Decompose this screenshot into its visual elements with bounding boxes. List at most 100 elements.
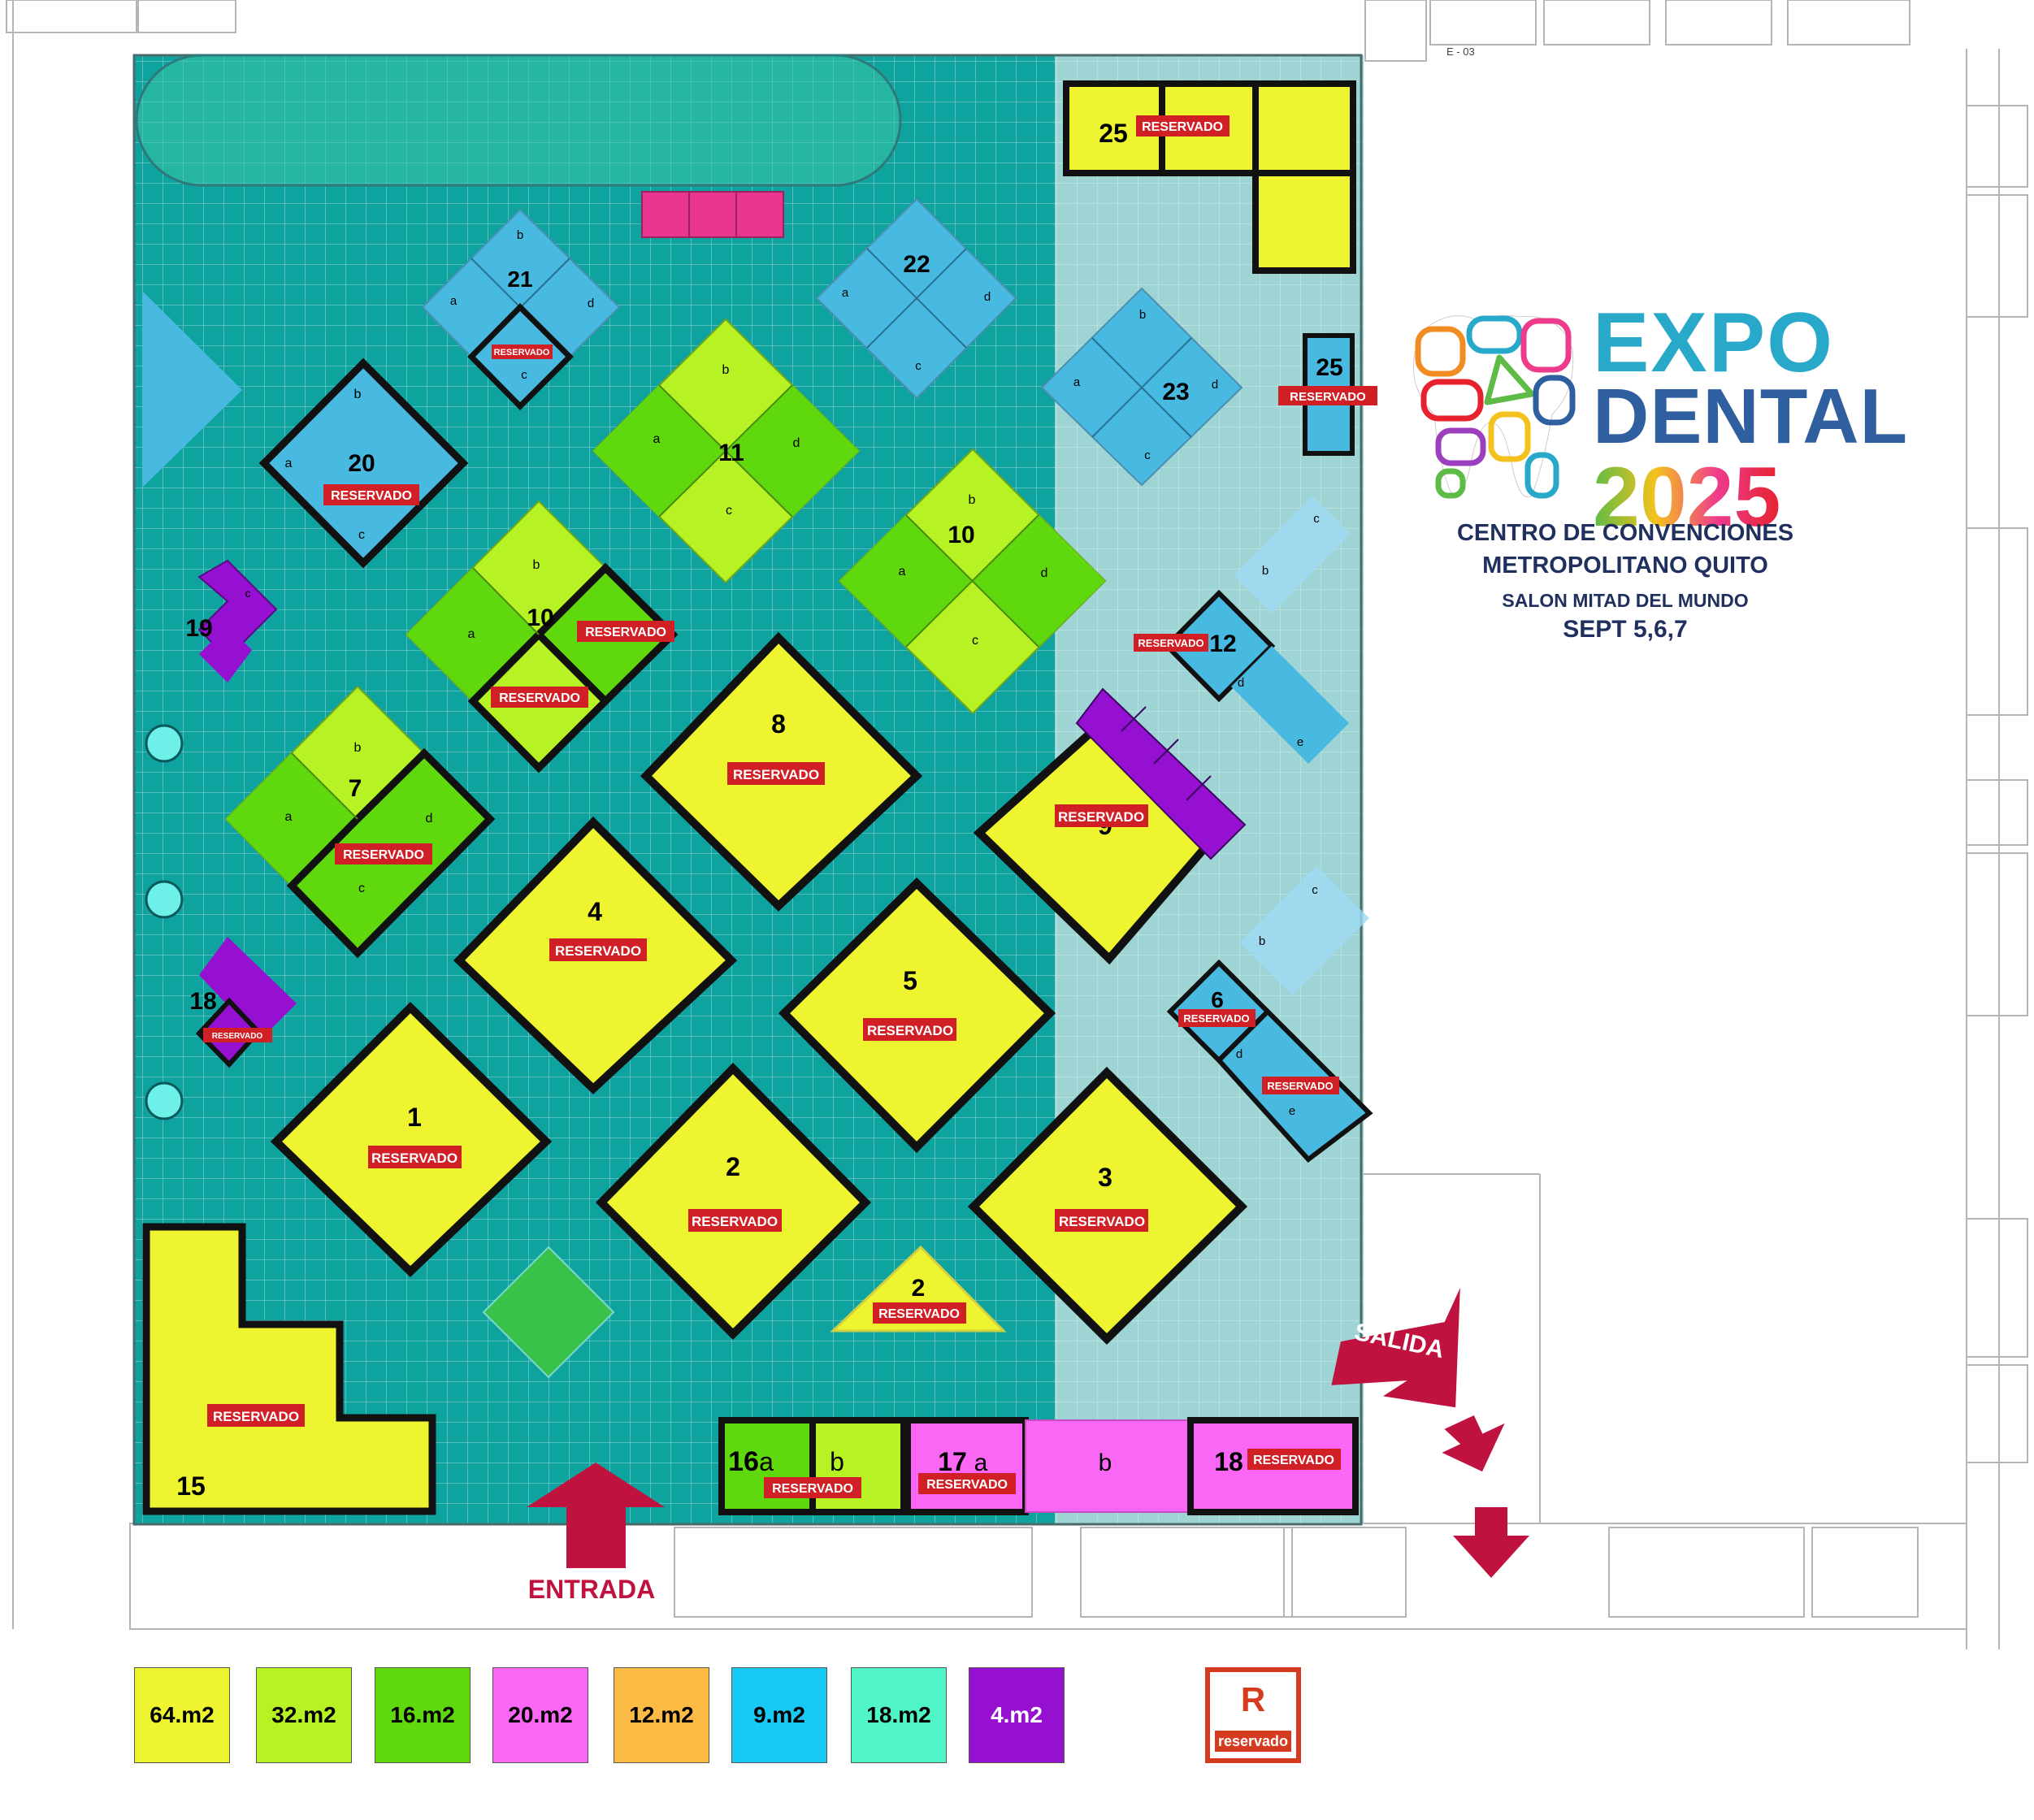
booth-12[interactable]: 12 b c d e RESERVADO xyxy=(1134,496,1351,764)
booth-24[interactable]: 23 b a d c xyxy=(1040,287,1243,487)
booth-6[interactable]: 6 b c d e RESERVADO RESERVADO xyxy=(1166,865,1373,1164)
booth-23[interactable]: 22 a d c xyxy=(815,197,1017,400)
svg-text:d: d xyxy=(1236,1047,1243,1061)
blue-triangle xyxy=(142,291,242,488)
reserved-badge xyxy=(1278,386,1377,405)
booth-7[interactable]: 7 b a d c RESERVADO xyxy=(224,685,496,959)
svg-text:RESERVADO: RESERVADO xyxy=(1290,390,1366,404)
svg-text:a: a xyxy=(285,457,293,470)
svg-text:RESERVADO: RESERVADO xyxy=(867,1023,953,1038)
booth-4[interactable]: 4 RESERVADO xyxy=(453,816,738,1094)
reserved-badge xyxy=(203,1028,272,1042)
booth-number: 1 xyxy=(407,1103,422,1132)
booth-2[interactable]: 2 RESERVADO xyxy=(595,1062,872,1341)
svg-text:a: a xyxy=(759,1447,774,1476)
reserved-badge xyxy=(323,484,419,505)
reserved-badge xyxy=(207,1404,305,1427)
column xyxy=(145,724,184,763)
reserved-badge xyxy=(549,938,647,961)
svg-text:RESERVADO: RESERVADO xyxy=(494,348,550,358)
booth-number: 3 xyxy=(1098,1163,1112,1192)
reserved-badge xyxy=(577,621,674,642)
column xyxy=(145,1081,184,1120)
booth-8[interactable]: 8 RESERVADO xyxy=(640,631,923,912)
reserved-badge xyxy=(368,1146,462,1168)
booth-5[interactable]: 5 RESERVADO xyxy=(778,878,1056,1154)
reserved-badge xyxy=(1178,1009,1256,1027)
reserved-badge xyxy=(1262,1077,1339,1094)
booth-number: 10 xyxy=(948,522,974,548)
booth-number: 23 xyxy=(1162,379,1189,405)
svg-text:RESERVADO: RESERVADO xyxy=(371,1150,458,1166)
svg-text:c: c xyxy=(1313,512,1320,526)
booth-10[interactable]: 10 b a RESERVADO RESERVADO xyxy=(405,500,679,774)
svg-text:b: b xyxy=(1259,934,1265,948)
svg-text:b: b xyxy=(354,388,362,401)
svg-text:RESERVADO: RESERVADO xyxy=(212,1032,263,1041)
svg-text:a: a xyxy=(899,565,906,578)
svg-text:a: a xyxy=(468,627,475,641)
reserved-badge xyxy=(1134,634,1208,652)
reserved-badge xyxy=(335,843,432,864)
booth-21[interactable]: 20 b a c RESERVADO xyxy=(258,358,469,569)
svg-text:b: b xyxy=(722,363,730,377)
booth-3[interactable]: 3 RESERVADO xyxy=(967,1066,1248,1346)
booth-number: 15 xyxy=(176,1471,206,1501)
legend-16: 16.m2 xyxy=(375,1667,471,1763)
svg-text:RESERVADO: RESERVADO xyxy=(1267,1080,1333,1092)
tooth-logo-icon xyxy=(1412,314,1576,499)
booth-11[interactable]: 10 b a d c xyxy=(838,448,1107,715)
booth-17[interactable]: 17 a b RESERVADO xyxy=(904,1417,1191,1515)
legend-20: 20.m2 xyxy=(492,1667,588,1763)
booth-16[interactable]: 16 a b RESERVADO xyxy=(718,1417,907,1515)
legend-4: 4.m2 xyxy=(969,1667,1065,1763)
booth-number: 2 xyxy=(726,1152,740,1181)
svg-text:c: c xyxy=(245,587,251,600)
svg-text:c: c xyxy=(726,504,732,518)
booth-22[interactable]: 21 b a d c RESERVADO xyxy=(421,208,621,410)
booth-25-top[interactable]: 25 RESERVADO xyxy=(1063,80,1356,274)
booth-20[interactable]: 19 c xyxy=(185,559,278,682)
svg-text:RESERVADO: RESERVADO xyxy=(1059,1214,1145,1229)
legend-32: 32.m2 xyxy=(256,1667,352,1763)
svg-text:e: e xyxy=(1297,735,1303,749)
lounge-area xyxy=(135,54,902,187)
svg-text:d: d xyxy=(793,436,800,450)
booth-number: 25 xyxy=(1099,119,1128,148)
svg-text:b: b xyxy=(969,493,976,507)
svg-text:b: b xyxy=(830,1447,844,1476)
svg-text:a: a xyxy=(842,286,849,300)
svg-text:a: a xyxy=(653,432,661,446)
booth-number: 5 xyxy=(903,966,917,995)
booth-15[interactable]: 15 RESERVADO xyxy=(142,1223,436,1515)
svg-text:a: a xyxy=(974,1450,988,1476)
booth-19[interactable]: 18 RESERVADO xyxy=(189,937,297,1068)
reserved-badge xyxy=(764,1477,861,1498)
svg-text:c: c xyxy=(358,528,365,542)
reserved-badge xyxy=(688,1209,782,1232)
legend-12: 12.m2 xyxy=(614,1667,709,1763)
booth-14[interactable]: 11 b a d c xyxy=(592,318,861,584)
svg-text:RESERVADO: RESERVADO xyxy=(499,691,580,705)
green-decor-diamond xyxy=(482,1246,615,1379)
legend-reserved: R reservado xyxy=(1205,1667,1301,1763)
booth-1[interactable]: 1 RESERVADO xyxy=(270,1001,553,1277)
svg-text:RESERVADO: RESERVADO xyxy=(1253,1454,1334,1467)
pink-strip xyxy=(641,191,784,238)
booth-number: 11 xyxy=(718,440,744,466)
booth-25-side[interactable]: 25 RESERVADO xyxy=(1278,333,1377,456)
booth-number: 4 xyxy=(588,897,602,926)
svg-text:RESERVADO: RESERVADO xyxy=(343,848,424,862)
svg-text:b: b xyxy=(517,228,523,242)
booth-2-triangle[interactable]: 2 RESERVADO xyxy=(830,1245,1007,1332)
venue-line-1: CENTRO DE CONVENCIONES xyxy=(1456,520,1794,546)
svg-text:RESERVADO: RESERVADO xyxy=(1183,1012,1249,1025)
reserved-badge xyxy=(1136,115,1230,136)
logo-expo-text: EXPO xyxy=(1593,296,1834,390)
svg-text:a: a xyxy=(450,294,458,308)
svg-text:d: d xyxy=(984,290,991,304)
svg-text:RESERVADO: RESERVADO xyxy=(213,1409,299,1424)
booth-number: 10 xyxy=(527,604,553,631)
booth-18[interactable]: 18 RESERVADO xyxy=(1187,1417,1359,1515)
legend-18: 18.m2 xyxy=(851,1667,947,1763)
